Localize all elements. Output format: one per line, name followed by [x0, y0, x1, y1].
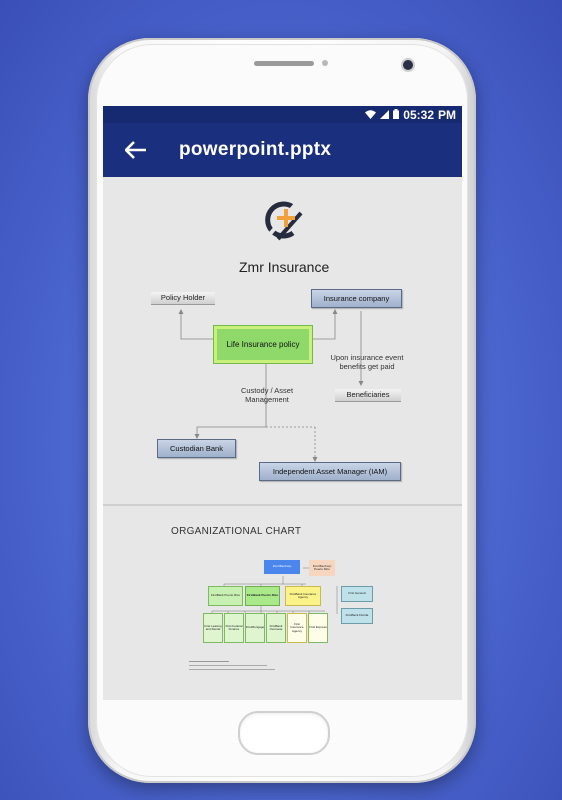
org-chart-heading: ORGANIZATIONAL CHART — [171, 526, 302, 537]
flow-connectors — [178, 309, 364, 462]
org-mid-node: FirstBank Insurance Agency — [285, 586, 321, 606]
note-custody: Custody / Asset Management — [240, 386, 294, 404]
wifi-icon — [365, 108, 377, 122]
node-policy-holder: Policy Holder — [151, 292, 215, 305]
screen: 05:32 PM powerpoint.pptx Zmr Insurance — [103, 106, 462, 700]
slide-divider — [103, 504, 462, 506]
status-bar: 05:32 PM — [103, 106, 462, 123]
earpiece-speaker — [254, 61, 314, 66]
org-bottom-node: First Express — [308, 613, 328, 643]
org-bottom-node: First Insurance Agency — [287, 613, 307, 643]
status-meridiem: PM — [438, 107, 456, 122]
node-beneficiaries: Beneficiaries — [335, 389, 401, 402]
org-bottom-node: First Leasing and Rental — [203, 613, 223, 643]
logo-icon — [260, 197, 306, 243]
org-top-node: First BanCorp — [264, 560, 300, 574]
status-time: 05:32 — [403, 107, 434, 122]
slide-2[interactable]: ORGANIZATIONAL CHART First BanCorp First… — [103, 506, 462, 700]
org-right-node: FirstBank Florida — [341, 608, 373, 624]
org-side-note: First BanCorp Puerto Rico — [309, 560, 335, 576]
home-button[interactable] — [238, 711, 330, 755]
org-mid-node: FirstBank Puerto Rico — [208, 586, 243, 606]
node-insurance-company: Insurance company — [311, 289, 402, 308]
org-bottom-node: FirstMortgage — [245, 613, 265, 643]
org-footnote-lines — [189, 661, 279, 675]
brand-name: Zmr Insurance — [239, 259, 330, 275]
org-bottom-node: FirstBank Overseas — [266, 613, 286, 643]
app-toolbar: powerpoint.pptx — [103, 123, 462, 177]
org-connectors — [211, 567, 338, 614]
org-bottom-node: First Federal Finance — [224, 613, 244, 643]
proximity-sensor — [322, 60, 328, 66]
node-iam: Independent Asset Manager (IAM) — [259, 462, 401, 481]
signal-icon — [380, 108, 390, 122]
node-custodian-bank: Custodian Bank — [157, 439, 236, 458]
document-title: powerpoint.pptx — [179, 139, 332, 160]
battery-icon — [393, 108, 400, 122]
org-mid-node: FirstBank Puerto Rico — [245, 586, 280, 606]
slide-1[interactable]: Zmr Insurance Policy Holder Insurance co… — [103, 177, 462, 504]
front-camera — [403, 60, 413, 70]
org-right-node: First General — [341, 586, 373, 602]
back-arrow-icon[interactable] — [124, 137, 155, 163]
note-insurance-event: Upon insurance event benefits get paid — [330, 353, 404, 371]
node-life-insurance-policy: Life Insurance policy — [214, 326, 312, 363]
